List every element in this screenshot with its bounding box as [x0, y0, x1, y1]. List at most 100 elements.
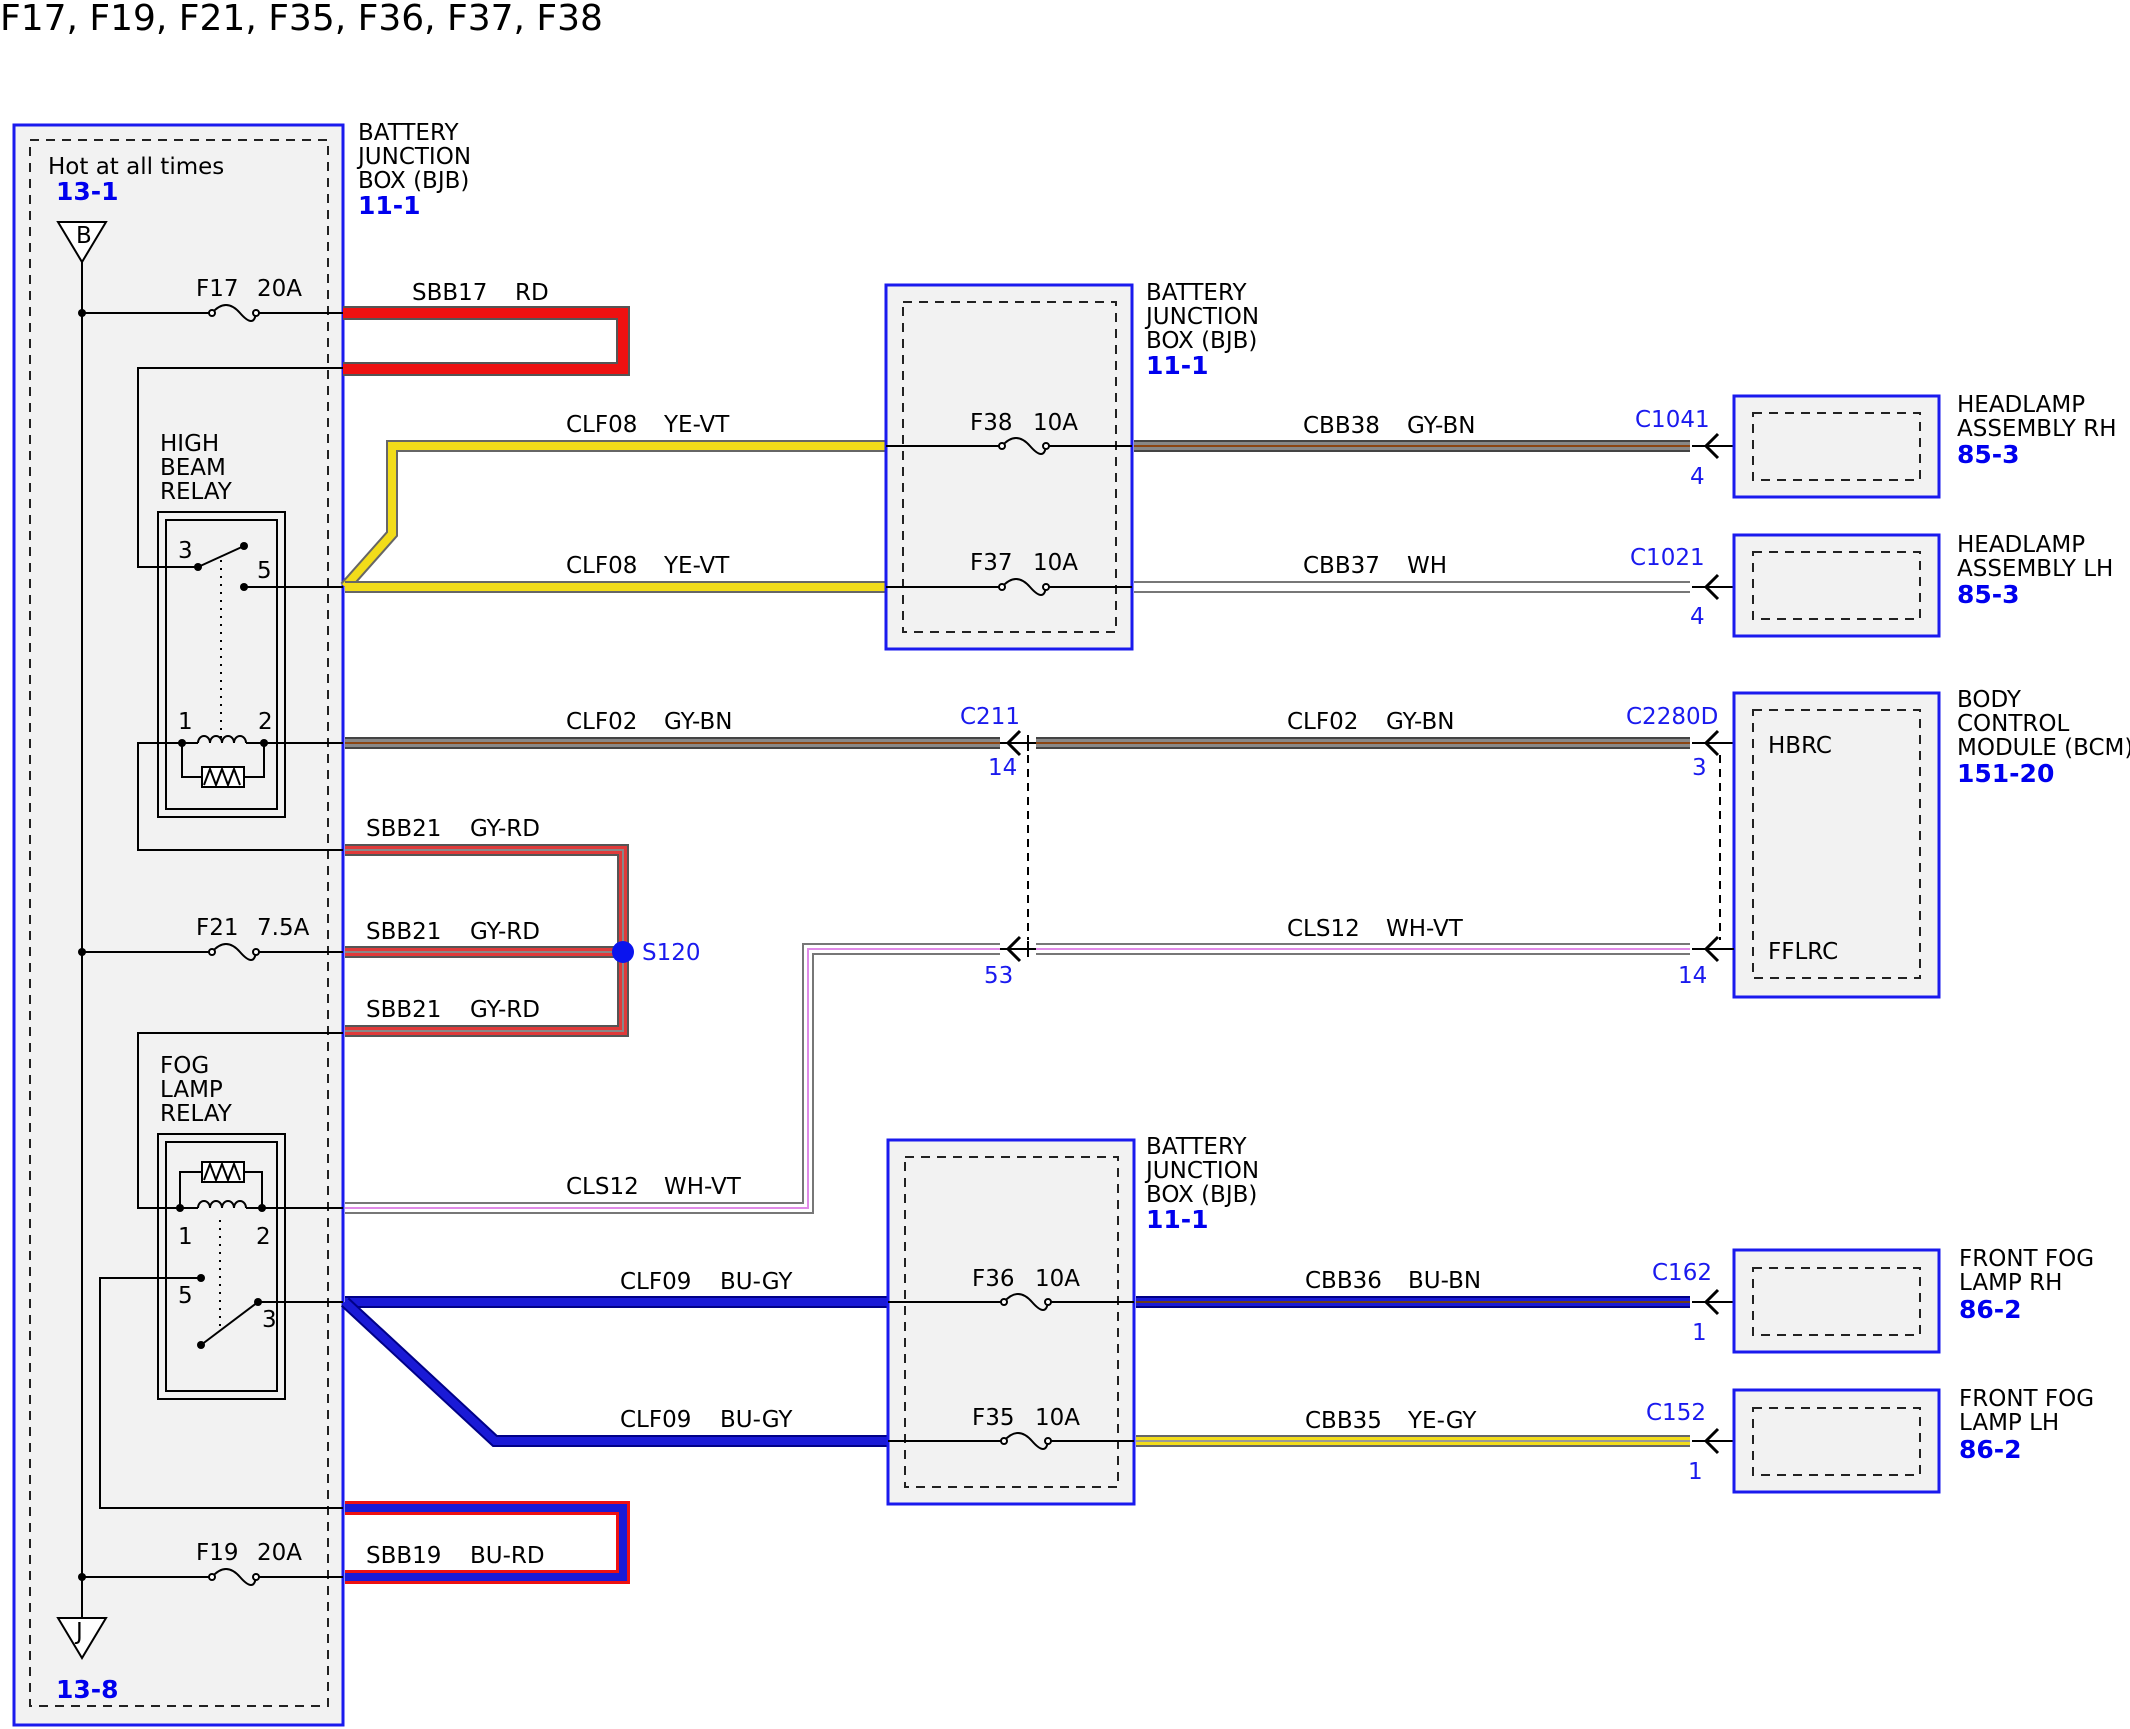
connector-c1021-pin: 4 — [1690, 604, 1705, 630]
high-beam-relay-pin-5: 5 — [257, 558, 272, 584]
wire-clf02-right-color: GY-BN — [1386, 709, 1454, 735]
connector-c1041-pin: 4 — [1690, 464, 1705, 490]
high-beam-relay-pin-3: 3 — [178, 538, 193, 564]
fuse-f19-id: F19 — [196, 1540, 239, 1566]
wire-clf02-left-color: GY-BN — [664, 709, 732, 735]
wire-clf09 — [340, 1296, 887, 1447]
fuse-f35 — [888, 1432, 1134, 1450]
wire-clf08-bottom-circuit: CLF08 — [566, 553, 637, 579]
fog-rh-box — [1732, 1248, 1941, 1354]
bcm-pin-fflrc: FFLRC — [1768, 939, 1838, 965]
wire-cbb35-color: YE-GY — [1407, 1408, 1477, 1434]
fog-lamp-relay-pin-5: 5 — [178, 1283, 193, 1309]
ground-ref[interactable]: 13-8 — [56, 1675, 119, 1704]
fog-lamp-relay-name-3: RELAY — [160, 1101, 233, 1127]
headlamp-rh-box — [1732, 394, 1941, 499]
fuse-f35-rating: 10A — [1035, 1405, 1080, 1431]
wire-sbb21-c-color: GY-RD — [470, 997, 540, 1023]
bjb-upper-name-2: JUNCTION — [1144, 304, 1259, 330]
connector-c162-pin: 1 — [1692, 1320, 1707, 1346]
fuse-f38-rating: 10A — [1033, 410, 1078, 436]
connector-c1021-icon — [1692, 573, 1734, 601]
wire-sbb17 — [343, 306, 630, 376]
connector-c211-pin-53: 53 — [984, 963, 1013, 989]
headlamp-rh-name-1: HEADLAMP — [1957, 392, 2085, 418]
wire-sbb17-circuit: SBB17 — [412, 280, 487, 306]
fog-rh-name-1: FRONT FOG — [1959, 1246, 2094, 1272]
wire-cbb38-circuit: CBB38 — [1303, 413, 1380, 439]
bcm-ref[interactable]: 151-20 — [1957, 759, 2054, 788]
fuse-f37 — [886, 578, 1132, 596]
bjb-main-name-2: JUNCTION — [356, 144, 471, 170]
headlamp-rh-name-2: ASSEMBLY RH — [1957, 416, 2116, 442]
wire-cls12-right-color: WH-VT — [1386, 916, 1464, 942]
terminal-b-label: B — [76, 223, 92, 249]
fog-lamp-relay-pin-3: 3 — [262, 1307, 277, 1333]
connector-c2280d-b-icon — [1692, 935, 1734, 963]
bjb-lower-name-2: JUNCTION — [1144, 1158, 1259, 1184]
wire-sbb21-a-circuit: SBB21 — [366, 816, 441, 842]
fuse-f19-rating: 20A — [257, 1540, 302, 1566]
wire-cls12-left-circuit: CLS12 — [566, 1174, 639, 1200]
fuse-f21-id: F21 — [196, 915, 239, 941]
wire-sbb19 — [345, 1501, 630, 1584]
hot-ref[interactable]: 13-1 — [56, 177, 119, 206]
f19-branch — [78, 1568, 343, 1586]
connector-c152-id[interactable]: C152 — [1646, 1400, 1706, 1426]
bjb-lower-name-1: BATTERY — [1146, 1134, 1247, 1160]
fuse-f17-id: F17 — [196, 276, 239, 302]
fog-rh-ref[interactable]: 86-2 — [1959, 1295, 2022, 1324]
bjb-main-ref[interactable]: 11-1 — [358, 191, 421, 220]
fog-lamp-relay-pin-2: 2 — [256, 1224, 271, 1250]
bjb-main-name-3: BOX (BJB) — [358, 168, 469, 194]
bjb-upper-ref[interactable]: 11-1 — [1146, 351, 1209, 380]
connector-c2280d-id[interactable]: C2280D — [1626, 704, 1718, 730]
fuse-f36-id: F36 — [972, 1266, 1015, 1292]
bcm-pin-hbrc: HBRC — [1768, 733, 1832, 759]
wire-cls12 — [345, 943, 1690, 1214]
fog-lamp-relay — [99, 1032, 343, 1509]
wire-sbb21-b-circuit: SBB21 — [366, 919, 441, 945]
wire-cbb36-color: BU-BN — [1408, 1268, 1481, 1294]
high-beam-relay-name-3: RELAY — [160, 479, 233, 505]
connector-c152-pin: 1 — [1688, 1459, 1703, 1485]
wire-cbb35-circuit: CBB35 — [1305, 1408, 1382, 1434]
wire-cbb36-circuit: CBB36 — [1305, 1268, 1382, 1294]
connector-c2280d-pin-3: 3 — [1692, 755, 1707, 781]
wire-sbb21-c-circuit: SBB21 — [366, 997, 441, 1023]
connector-c211-id[interactable]: C211 — [960, 704, 1020, 730]
fuse-f37-rating: 10A — [1033, 550, 1078, 576]
connector-c1041-id[interactable]: C1041 — [1635, 407, 1710, 433]
fog-lh-ref[interactable]: 86-2 — [1959, 1435, 2022, 1464]
terminal-j-icon — [56, 1617, 108, 1660]
bjb-upper-name-3: BOX (BJB) — [1146, 328, 1257, 354]
splice-s120-icon[interactable] — [612, 941, 634, 963]
connector-c211-b-icon — [1000, 935, 1036, 963]
wire-sbb19-circuit: SBB19 — [366, 1543, 441, 1569]
f21-branch — [78, 943, 343, 961]
bcm-box — [1732, 691, 1941, 999]
connector-c162-id[interactable]: C162 — [1652, 1260, 1712, 1286]
bjb-lower-ref[interactable]: 11-1 — [1146, 1205, 1209, 1234]
bcm-name-2: CONTROL — [1957, 711, 2070, 737]
headlamp-rh-ref[interactable]: 85-3 — [1957, 440, 2020, 469]
wire-clf09-bottom-circuit: CLF09 — [620, 1407, 691, 1433]
f17-branch — [78, 304, 343, 322]
terminal-j-label: J — [74, 1619, 83, 1645]
wire-clf09-bottom-color: BU-GY — [720, 1407, 793, 1433]
wire-clf08-top — [340, 440, 885, 591]
fuse-f17-rating: 20A — [257, 276, 302, 302]
bjb-main-name-1: BATTERY — [358, 120, 459, 146]
fog-lh-name-1: FRONT FOG — [1959, 1386, 2094, 1412]
wire-cls12-right-circuit: CLS12 — [1287, 916, 1360, 942]
bjb-upper — [884, 283, 1134, 651]
fog-lamp-relay-pin-1: 1 — [178, 1224, 193, 1250]
headlamp-lh-ref[interactable]: 85-3 — [1957, 580, 2020, 609]
connector-c1041-icon — [1692, 432, 1734, 460]
terminal-b-icon — [56, 221, 108, 264]
wire-sbb17-color: RD — [515, 280, 549, 306]
headlamp-lh-name-2: ASSEMBLY LH — [1957, 556, 2113, 582]
wire-clf08-top-circuit: CLF08 — [566, 412, 637, 438]
connector-c1021-id[interactable]: C1021 — [1630, 545, 1705, 571]
high-beam-relay-name-2: BEAM — [160, 455, 226, 481]
